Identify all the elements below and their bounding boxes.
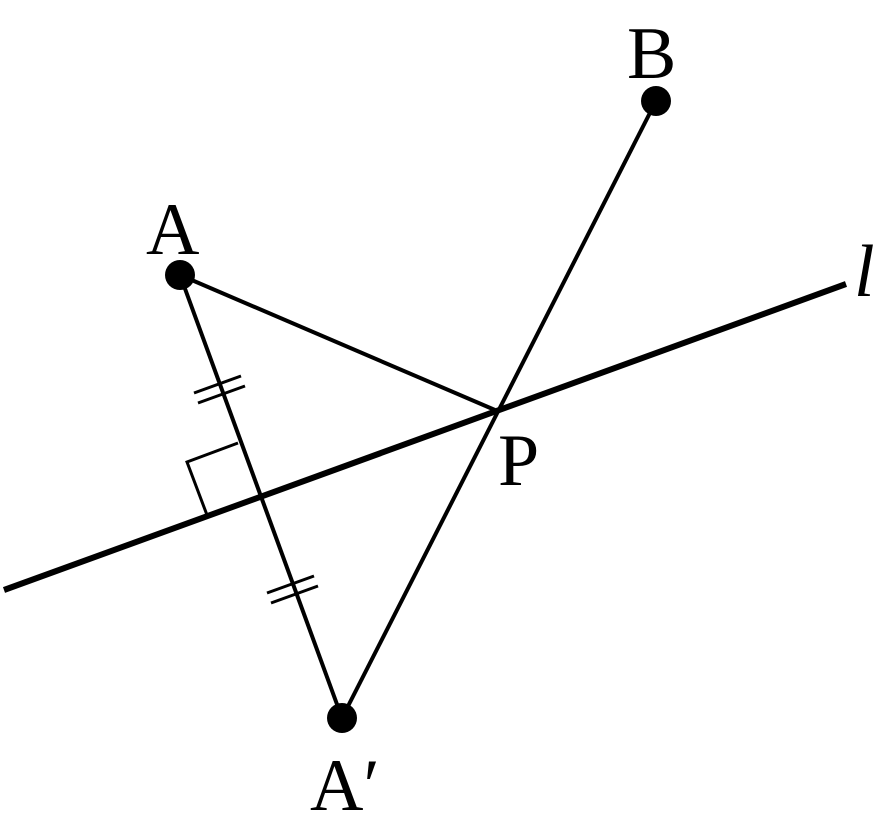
label-a-prime: A′ xyxy=(310,745,380,827)
label-p: P xyxy=(498,420,539,502)
line-l xyxy=(2,281,848,593)
point-a-dot xyxy=(165,260,195,290)
label-line-l: l xyxy=(854,231,875,313)
right-angle-marker xyxy=(185,441,239,516)
equal-tick-marks-upper xyxy=(193,374,246,405)
point-b-dot xyxy=(641,86,671,116)
segment-a-prime-b xyxy=(340,100,658,719)
equal-tick-marks-lower xyxy=(266,574,319,605)
point-a-prime-dot xyxy=(327,703,357,733)
label-b: B xyxy=(627,13,676,95)
segment-a-a-prime xyxy=(178,274,344,719)
label-a: A xyxy=(146,189,199,271)
segment-a-p xyxy=(179,273,496,412)
